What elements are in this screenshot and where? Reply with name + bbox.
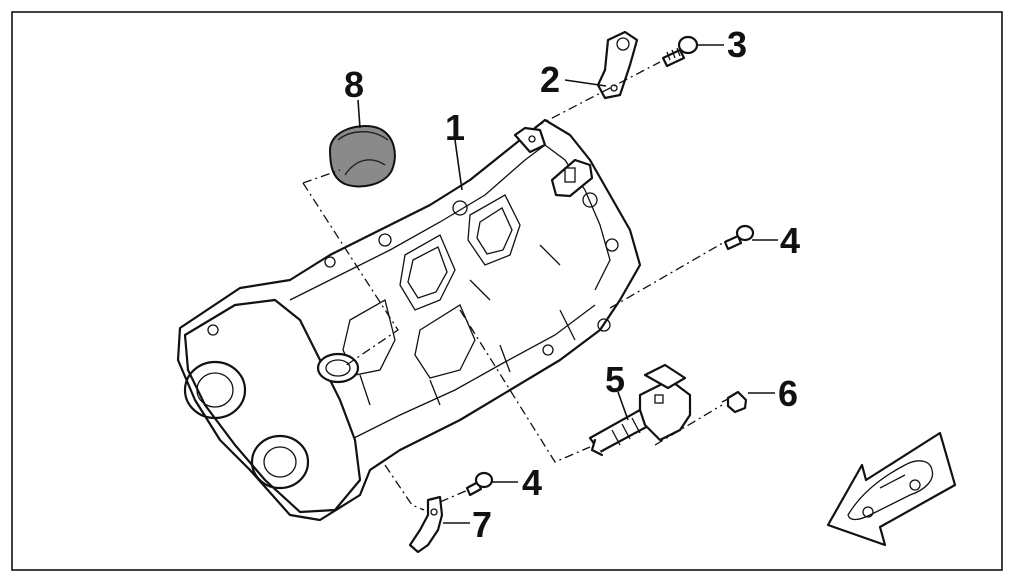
oil-filler-cap — [328, 125, 396, 188]
clip-bracket — [408, 495, 444, 554]
bolt-3 — [661, 35, 699, 68]
sensor-6 — [721, 390, 748, 414]
callout-6: 6 — [778, 373, 798, 414]
callout-7: 7 — [472, 504, 492, 545]
bolt-4-upper — [723, 224, 755, 251]
bolt-4-lower — [465, 471, 494, 497]
diagram-frame — [11, 11, 1003, 571]
leader-lines — [357, 44, 778, 524]
callout-1: 1 — [445, 107, 465, 148]
callout-4-upper: 4 — [780, 220, 800, 261]
callout-8: 8 — [344, 64, 364, 105]
callout-2: 2 — [540, 59, 560, 100]
callout-4-lower: 4 — [522, 462, 542, 503]
front-arrow-car-icon — [826, 431, 957, 547]
cylinder-head-cover — [176, 118, 642, 522]
bracket — [596, 30, 639, 100]
ignition-coil — [588, 363, 692, 457]
callout-3: 3 — [727, 24, 747, 65]
assembly-lines — [302, 61, 729, 511]
callout-5: 5 — [605, 359, 625, 400]
